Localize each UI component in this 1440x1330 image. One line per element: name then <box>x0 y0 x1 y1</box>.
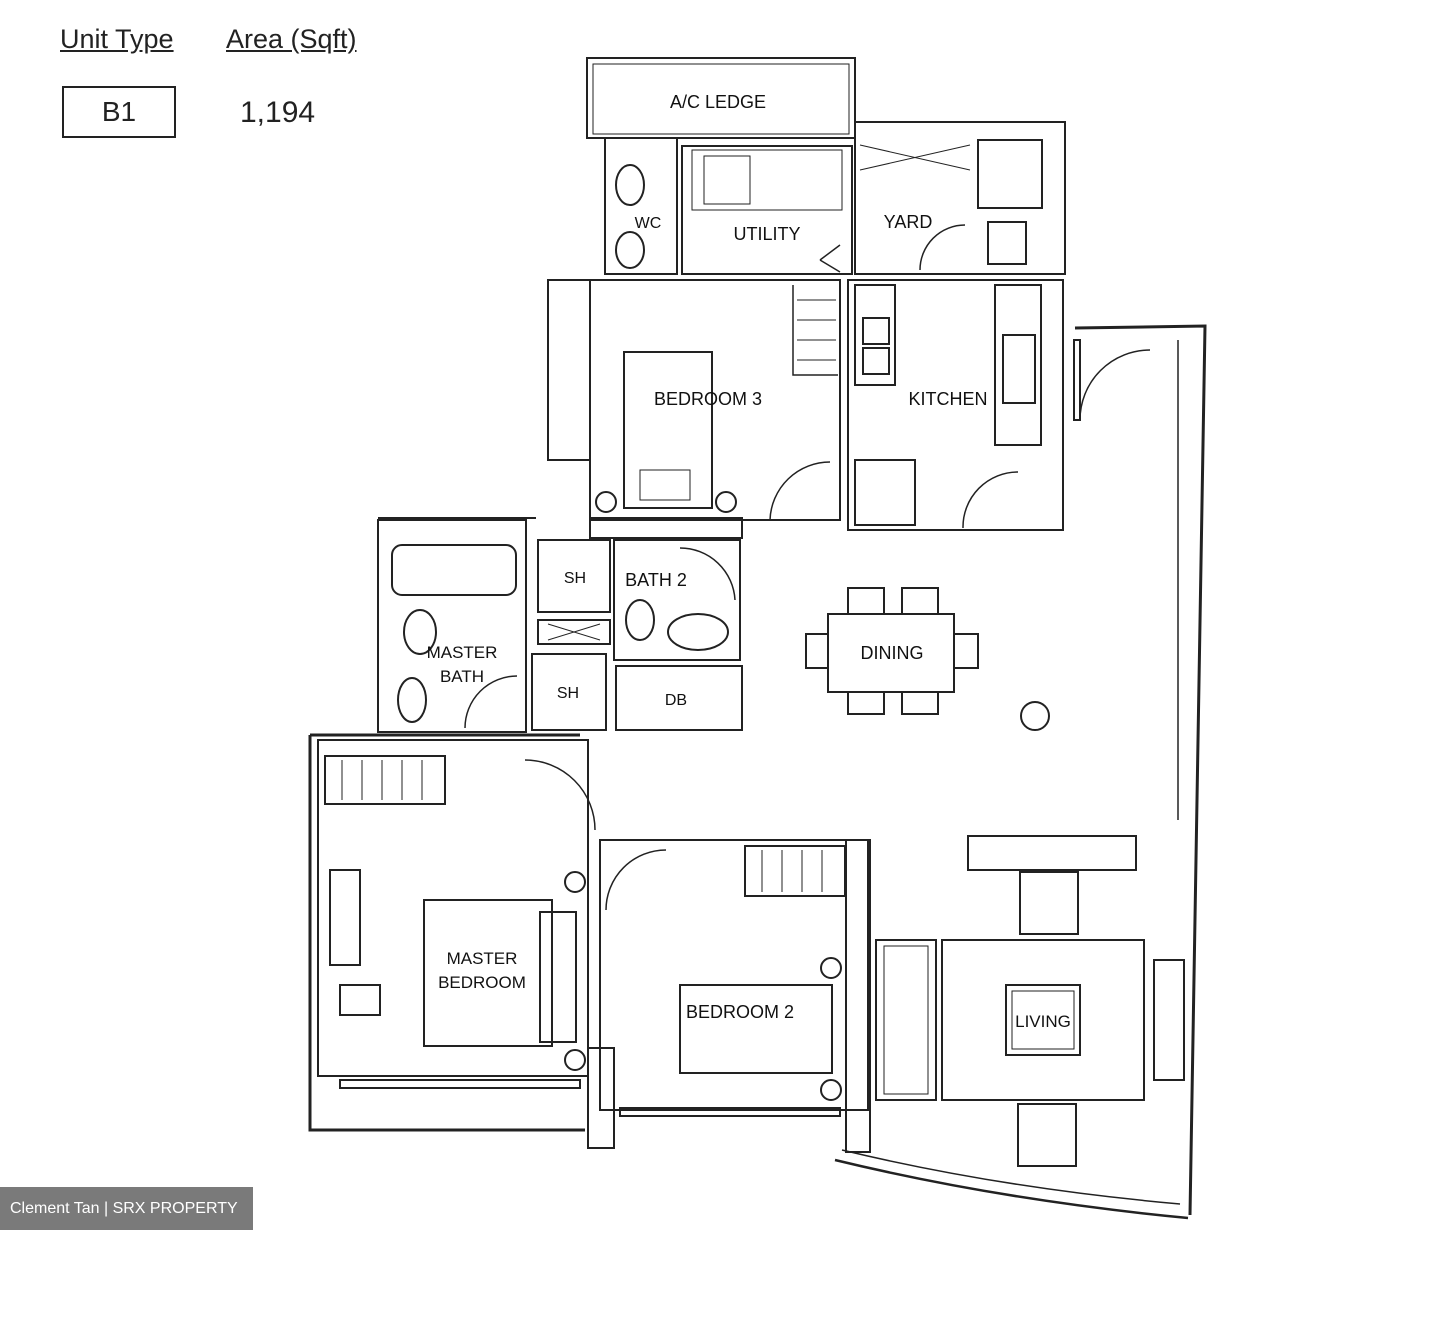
unit-code-box: B1 <box>62 86 176 138</box>
label-master-bedroom-line1: MASTER <box>447 949 518 968</box>
kitchen-area <box>847 279 1064 531</box>
label-yard: YARD <box>884 212 933 232</box>
utility-area <box>681 145 853 275</box>
watermark-label: Clement Tan | SRX PROPERTY <box>0 1187 253 1230</box>
label-bedroom-3: BEDROOM 3 <box>654 389 762 409</box>
unit-type-heading: Unit Type <box>60 24 174 54</box>
label-master-bath-line1: MASTER <box>427 643 498 662</box>
label-utility: UTILITY <box>733 224 800 244</box>
bedroom-2-area <box>599 839 869 1111</box>
area-value: 1,194 <box>240 96 316 129</box>
living-rug <box>941 939 1145 1101</box>
label-db: DB <box>665 692 687 709</box>
label-master-bath-line2: BATH <box>440 667 484 686</box>
shower-2-area <box>531 653 607 731</box>
label-wc: WC <box>635 215 662 232</box>
label-bedroom-2: BEDROOM 2 <box>686 1002 794 1022</box>
label-sh-2: SH <box>557 685 579 702</box>
bath-2-area <box>613 539 741 661</box>
wc-area <box>604 137 678 275</box>
label-dining: DINING <box>861 643 924 663</box>
db-area <box>615 665 743 731</box>
master-bath-area <box>377 519 527 733</box>
label-sh-1: SH <box>564 570 586 587</box>
label-ac-ledge: A/C LEDGE <box>670 92 766 112</box>
label-bath-2: BATH 2 <box>625 570 687 590</box>
label-master-bedroom-line2: BEDROOM <box>438 973 526 992</box>
yard-area <box>854 121 1066 275</box>
ac-ledge-area <box>586 57 856 139</box>
master-bedroom-area <box>317 739 589 1077</box>
unit-code: B1 <box>101 96 137 127</box>
area-heading: Area (Sqft) <box>226 24 357 54</box>
label-kitchen: KITCHEN <box>908 389 987 409</box>
shower-1-area <box>537 539 611 613</box>
label-living: LIVING <box>1015 1012 1071 1031</box>
